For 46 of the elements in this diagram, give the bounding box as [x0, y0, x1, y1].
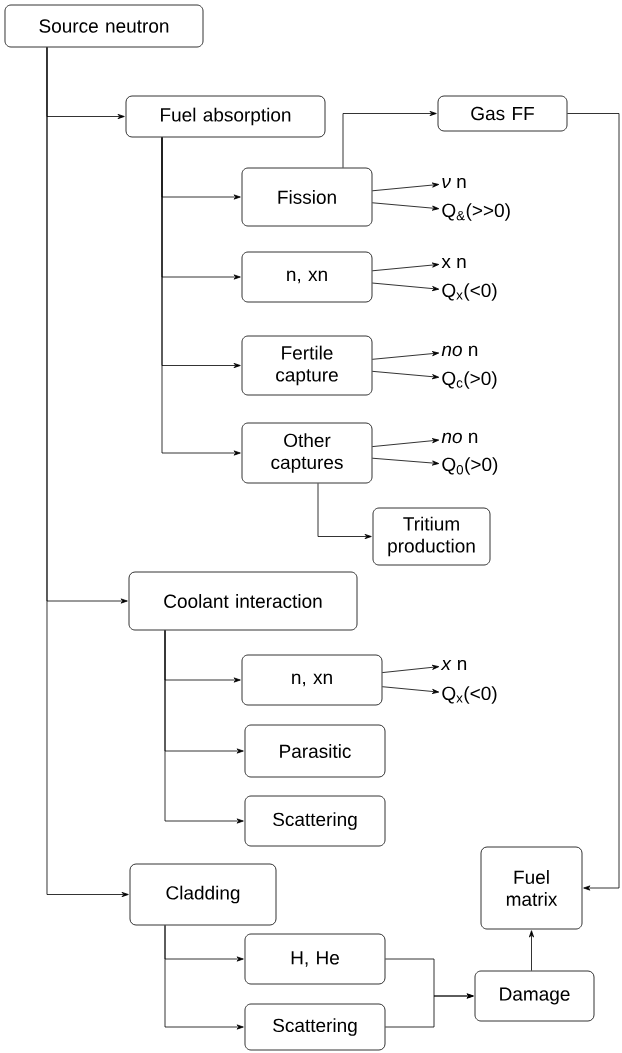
process-box: Scattering	[244, 1003, 386, 1051]
process-box: Cladding	[129, 863, 277, 926]
output-label: Q$_{x}$(<0)	[442, 283, 497, 301]
arrow	[382, 686, 440, 694]
process-box: Parasitic	[244, 724, 386, 778]
output-label: x n	[440, 659, 467, 671]
output-label: Q$_{0}$(>0)	[442, 457, 498, 475]
arrow	[382, 664, 440, 673]
process-box: Scattering	[244, 795, 386, 847]
process-box: Fuel matrix	[480, 846, 583, 930]
arrow	[317, 483, 372, 540]
process-box: Other captures	[241, 422, 373, 484]
process-box: Tritium production	[372, 507, 491, 566]
arrow	[372, 370, 440, 380]
arrow	[161, 137, 241, 456]
arrow	[372, 457, 440, 466]
arrow	[372, 351, 440, 360]
process-box: Source neutron	[4, 4, 204, 48]
arrow	[372, 202, 440, 211]
output-label: x n	[441, 257, 466, 269]
arrow	[164, 925, 244, 1030]
process-box: Fertile capture	[241, 335, 373, 396]
process-box: Fission	[241, 167, 373, 227]
process-box: Damage	[474, 970, 595, 1022]
arrow	[164, 630, 244, 824]
output-label: no n	[441, 345, 478, 357]
arrow	[372, 182, 440, 192]
process-box: n, xn	[241, 251, 373, 303]
output-label: no n	[441, 432, 478, 444]
output-label: Q$_{&}$(>>0)	[442, 203, 510, 221]
process-box: Gas FF	[437, 95, 568, 132]
arrow	[567, 113, 620, 891]
arrow	[372, 438, 440, 447]
arrow	[372, 282, 440, 292]
arrow	[342, 110, 437, 168]
process-box: Fuel absorption	[125, 95, 326, 138]
process-box: H, He	[244, 933, 386, 985]
output-label: ν n	[442, 177, 466, 189]
process-box: n, xn	[241, 654, 383, 706]
arrow	[529, 930, 535, 971]
output-label: Q$_{c}$(>0)	[442, 371, 497, 389]
arrow	[385, 993, 474, 1028]
output-label: Q$_{x}$(<0)	[442, 686, 497, 704]
process-box: Coolant interaction	[128, 571, 358, 631]
arrow	[372, 262, 440, 272]
arrow	[46, 47, 129, 898]
